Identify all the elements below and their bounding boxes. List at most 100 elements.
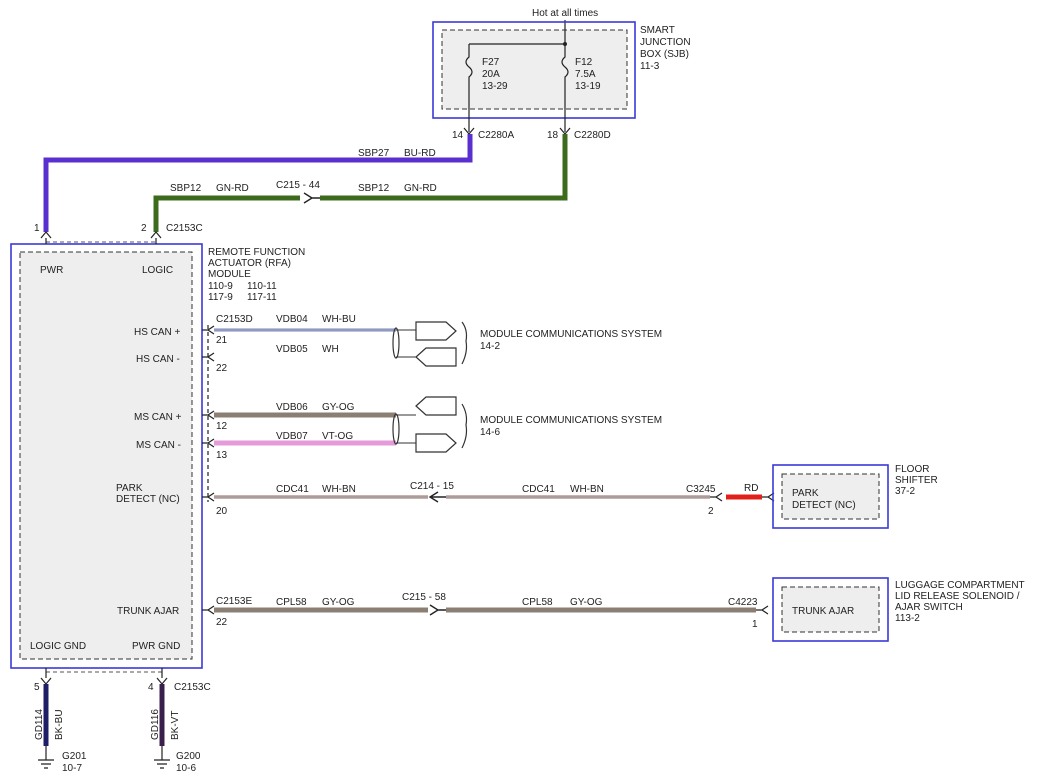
- rfa-title-line-3: MODULE: [208, 269, 251, 280]
- fuse-f12-ref: 13-19: [575, 81, 601, 92]
- wire-cdc41-right-color: WH-BN: [570, 484, 604, 495]
- luggage-title-1: LUGGAGE COMPARTMENT: [895, 580, 1025, 591]
- wire-vdb04-color: WH-BU: [322, 314, 356, 325]
- floor-shifter-pin-arrow: [762, 492, 775, 502]
- rfa-pin-1-number: 1: [34, 223, 40, 234]
- sjb-pin-18-connector: C2280D: [574, 130, 611, 141]
- wire-vdb05-color: WH: [322, 344, 339, 355]
- hot-at-all-times-label: Hot at all times: [532, 8, 598, 19]
- comm-system-1-title: MODULE COMMUNICATIONS SYSTEM: [480, 329, 662, 340]
- sjb-pin-14-number: 14: [452, 130, 464, 141]
- rfa-title-line-1: REMOTE FUNCTION: [208, 247, 305, 258]
- rfa-pin-2-arrow: [150, 231, 162, 239]
- park-detect-circuit: 20 CDC41 WH-BN C214 - 15 CDC41 WH-BN C32…: [202, 464, 938, 529]
- connector-c215-44-label: C215 - 44: [276, 180, 320, 191]
- wire-sbp27-circuit: SBP27: [358, 148, 390, 159]
- connector-c4223-arrow: [756, 605, 769, 615]
- wire-sbp27-bu-rd: [43, 134, 473, 232]
- rfa-outer-box: [10, 243, 203, 669]
- hs-can-minus-terminal: [415, 347, 457, 367]
- rfa-pin-ms-can-minus-label: MS CAN -: [136, 440, 181, 451]
- wire-cpl58-right-circuit: CPL58: [522, 597, 553, 608]
- connector-c3245-label: C3245: [686, 484, 716, 495]
- rfa-pin-park-detect-label-1: PARK: [116, 483, 143, 494]
- fuse-f12-name: F12: [575, 57, 593, 68]
- rfa-pin-hs-can-plus-label: HS CAN +: [134, 327, 181, 338]
- rfa-pin-1-arrow: [40, 231, 52, 239]
- gnd-pin-5-arrow: [40, 677, 52, 685]
- rfa-pin-pwr-label: PWR: [40, 265, 63, 276]
- gnd-pin-4-number: 4: [148, 682, 154, 693]
- smart-junction-box: Hot at all times F27 20A 13-29 F12 7.5A …: [432, 8, 691, 141]
- pin-21-number: 21: [216, 335, 228, 346]
- wire-vdb06-color: GY-OG: [322, 402, 355, 413]
- rfa-inner-box: [19, 251, 193, 660]
- luggage-outer-box: [772, 577, 889, 642]
- connector-c3245-arrow: [710, 492, 723, 502]
- floor-shifter-inner-line-1: PARK: [792, 488, 819, 499]
- rfa-title-line-2: ACTUATOR (RFA): [208, 258, 291, 269]
- rfa-ref-2b: 117-11: [247, 292, 277, 303]
- sjb-outer-box: [432, 21, 636, 119]
- floor-shifter-outer-box: [772, 464, 889, 529]
- rfa-pin-logic-label: LOGIC: [142, 265, 173, 276]
- pin-12-arrow: [202, 410, 215, 420]
- wire-cdc41-left-circuit: CDC41: [276, 484, 309, 495]
- wire-vdb07-circuit: VDB07: [276, 431, 308, 442]
- sjb-title-line-2: JUNCTION: [640, 37, 691, 48]
- floor-shifter-inner-line-2: DETECT (NC): [792, 500, 856, 511]
- wire-gd116-color: BK-VT: [170, 711, 181, 740]
- connector-c215-58-label: C215 - 58: [402, 592, 446, 603]
- fuse-f12-rating: 7.5A: [575, 69, 596, 80]
- gnd-pin-5-number: 5: [34, 682, 40, 693]
- connector-c215-44-symbol: [303, 192, 320, 204]
- ground-g201-icon: [38, 759, 54, 769]
- pin-13-number: 13: [216, 450, 228, 461]
- pin-20-number: 20: [216, 506, 228, 517]
- ms-can-minus-terminal: [415, 433, 457, 453]
- pin-12-number: 12: [216, 421, 228, 432]
- wire-vdb06-circuit: VDB06: [276, 402, 308, 413]
- pin-20-arrow: [202, 492, 215, 502]
- gnd-pin-4-connector: C2153C: [174, 682, 211, 693]
- wire-sbp12-right-segment: [320, 134, 568, 201]
- luggage-title-3: AJAR SWITCH: [895, 602, 963, 613]
- pin-22-number: 22: [216, 363, 228, 374]
- wire-sbp12-right-color: GN-RD: [404, 183, 437, 194]
- hs-can-pair-ends: [396, 329, 416, 358]
- pin-13-arrow: [202, 438, 215, 448]
- wire-gd114-color: BK-BU: [54, 709, 65, 740]
- wire-vdb05-circuit: VDB05: [276, 344, 308, 355]
- ground-g200-icon: [154, 759, 170, 769]
- fuse-f27-ref: 13-29: [482, 81, 508, 92]
- hs-can-twist-symbol: [392, 327, 400, 359]
- floor-shifter-title-1: FLOOR: [895, 464, 929, 475]
- sjb-title-line-3: BOX (SJB): [640, 49, 689, 60]
- rfa-pin-pwr-gnd-label: PWR GND: [132, 641, 180, 652]
- connector-c215-58-symbol: [429, 604, 446, 616]
- fuse-f27-name: F27: [482, 57, 500, 68]
- sjb-inner-box: [441, 29, 628, 110]
- rfa-pin-ms-can-plus-label: MS CAN +: [134, 412, 182, 423]
- connector-c4223-pin: 1: [752, 619, 758, 630]
- connector-c3245-pin: 2: [708, 506, 714, 517]
- rfa-pin-trunk-ajar-label: TRUNK AJAR: [117, 606, 179, 617]
- wire-sbp12-left-circuit: SBP12: [170, 183, 202, 194]
- comm-system-2-title: MODULE COMMUNICATIONS SYSTEM: [480, 415, 662, 426]
- luggage-inner-box: [781, 586, 880, 633]
- connector-c214-15-label: C214 - 15: [410, 481, 454, 492]
- wire-sbp12-left-color: GN-RD: [216, 183, 249, 194]
- floor-shifter-inner-box: [781, 473, 880, 520]
- rfa-ref-2a: 117-9: [208, 292, 233, 303]
- pin-21-arrow: [202, 325, 215, 335]
- rfa-pin-hs-can-minus-label: HS CAN -: [136, 354, 180, 365]
- floor-shifter-title-3: 37-2: [895, 486, 915, 497]
- ground-circuits: 5 GD114 BK-BU G201 10-7 4 C2153C GD116 B…: [34, 668, 211, 774]
- power-wires: SBP27 BU-RD C215 - 44 SBP12 GN-RD SBP12 …: [43, 134, 568, 232]
- rfa-pin-park-detect-label-2: DETECT (NC): [116, 494, 180, 505]
- fuse-f12-symbol: [561, 44, 569, 132]
- wire-rd-color: RD: [744, 483, 758, 494]
- sjb-pin-14-connector: C2280A: [478, 130, 514, 141]
- pin-22-trunk-number: 22: [216, 617, 228, 628]
